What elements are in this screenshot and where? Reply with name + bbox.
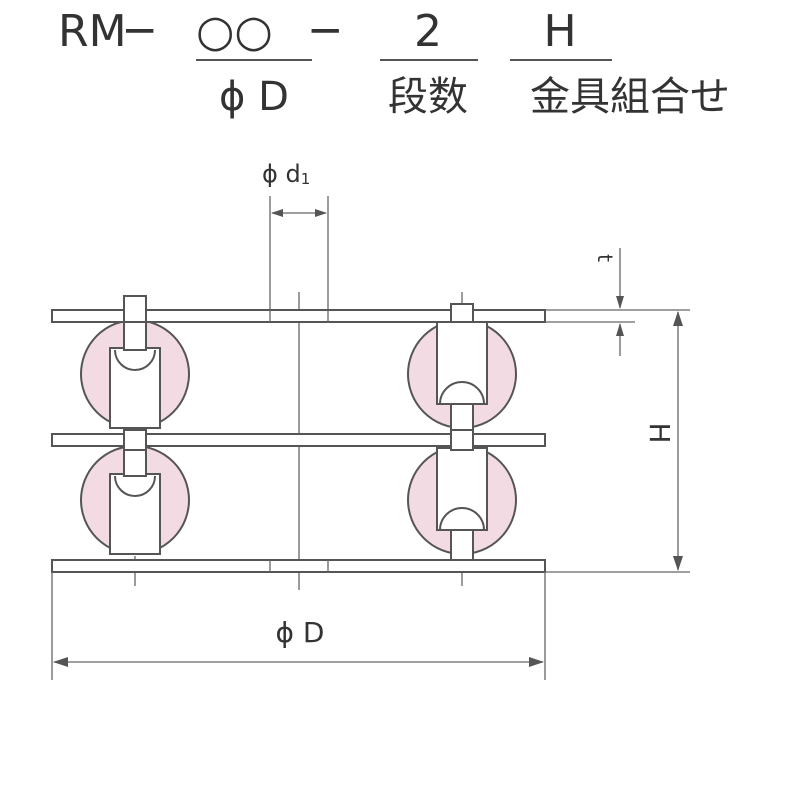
dim-phi-d1-arrow-right	[315, 209, 327, 217]
shaft-left-top-cup	[114, 349, 156, 371]
dim-h-arrow-top	[673, 311, 683, 326]
dimension-thickness: t	[593, 248, 624, 356]
dim-phi-d1-arrow-left	[271, 209, 283, 217]
code-diameter-placeholder: ○○	[196, 6, 273, 57]
dimension-shaft-diameter: ϕ d1	[262, 160, 329, 310]
dim-t-label: t	[593, 254, 617, 262]
shaft-right-bottom-cap	[438, 507, 486, 531]
label-diameter: ϕ D	[219, 74, 289, 120]
dim-h-arrow-bottom	[673, 556, 683, 571]
plate-bottom	[51, 559, 546, 573]
plate-middle	[51, 433, 546, 447]
model-code: RM─ ○○ ─ 2 H ϕ D 段数 金具組合せ	[58, 6, 730, 120]
dimension-height: H	[643, 311, 683, 571]
dim-h-label: H	[643, 422, 676, 443]
code-hardware: H	[543, 6, 576, 57]
dim-t-arrow-upper	[616, 296, 624, 309]
dim-d-arrow-right	[529, 657, 544, 667]
shaft-right-top-cap	[438, 381, 486, 405]
right-extensions	[545, 309, 690, 573]
pin-left-top-through	[123, 295, 147, 323]
code-prefix: RM─	[58, 6, 154, 57]
dim-phi-d1-label: ϕ d1	[262, 160, 310, 188]
shaft-left-bottom-cup	[114, 475, 156, 497]
shafts	[109, 292, 488, 586]
dim-t-arrow-lower	[616, 323, 624, 336]
dim-d-label: ϕ D	[276, 616, 325, 649]
code-tiers: 2	[414, 6, 442, 57]
dim-d-arrow-left	[53, 657, 68, 667]
label-tiers: 段数	[388, 74, 468, 120]
code-separator: ─	[311, 6, 339, 57]
pin-right-top-through	[450, 303, 474, 323]
pin-right-mid-through	[450, 429, 474, 451]
plates	[51, 295, 546, 573]
label-hardware: 金具組合せ	[530, 74, 730, 120]
pin-left-mid-through	[123, 429, 147, 451]
plate-top	[51, 309, 546, 323]
dimension-outer-diameter: ϕ D	[51, 572, 546, 680]
